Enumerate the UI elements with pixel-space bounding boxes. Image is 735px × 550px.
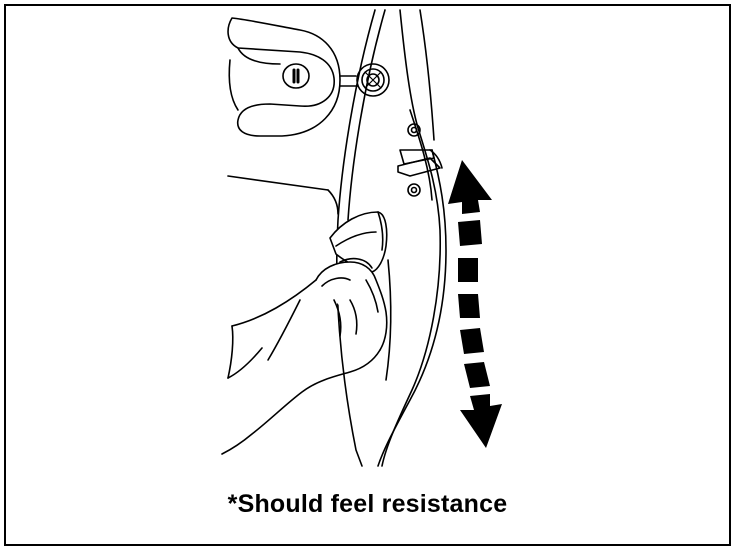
hand-with-cloth-icon bbox=[222, 212, 387, 454]
double-arrow-icon bbox=[448, 160, 502, 448]
key-cylinder-icon bbox=[340, 64, 389, 96]
door-handle-icon bbox=[228, 18, 340, 136]
caption-text: *Should feel resistance bbox=[0, 490, 735, 519]
